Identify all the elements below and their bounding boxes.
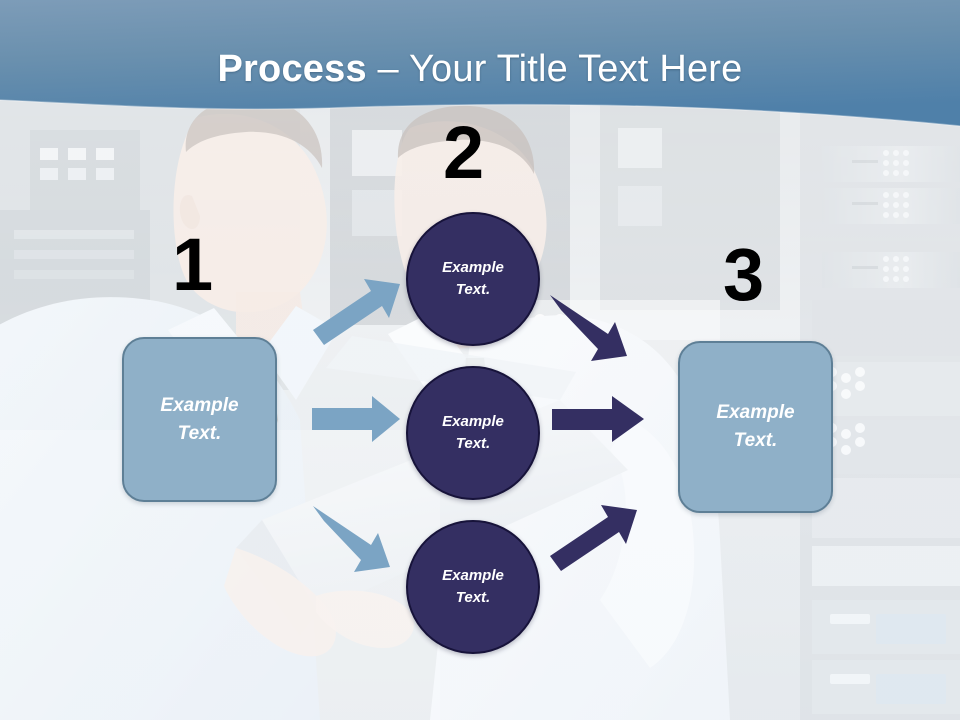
process-box-right-line2: Text.	[733, 430, 778, 451]
process-box-left-text: Example Text.	[160, 392, 238, 447]
page-title-rest: Your Title Text Here	[408, 48, 743, 90]
process-circle-bottom-line1: Example	[442, 566, 504, 584]
process-circle-top-text: Example Text.	[442, 257, 504, 302]
process-circle-middle[interactable]: Example Text.	[406, 366, 540, 500]
process-box-left-line2: Text.	[177, 422, 222, 444]
page-title: Process – Your Title Text Here	[0, 48, 960, 91]
process-box-right-text: Example Text.	[716, 399, 794, 454]
process-circle-middle-line2: Text.	[455, 435, 491, 452]
step-number-1: 1	[172, 223, 213, 306]
process-circle-top-line1: Example	[442, 258, 504, 276]
step-number-2: 2	[443, 111, 484, 194]
step-number-3: 3	[723, 233, 764, 316]
process-box-left-line1: Example	[160, 394, 239, 416]
process-circle-top-line2: Text.	[455, 281, 491, 298]
process-circle-top[interactable]: Example Text.	[406, 212, 540, 346]
process-circle-middle-text: Example Text.	[442, 411, 504, 456]
process-box-right[interactable]: Example Text.	[678, 341, 833, 513]
process-circle-bottom-text: Example Text.	[442, 565, 504, 610]
process-box-right-line1: Example	[716, 402, 795, 424]
process-circle-bottom[interactable]: Example Text.	[406, 520, 540, 654]
process-circle-middle-line1: Example	[442, 412, 504, 430]
page-title-separator: –	[366, 48, 409, 90]
process-circle-bottom-line2: Text.	[455, 589, 491, 606]
process-box-left[interactable]: Example Text.	[122, 337, 277, 502]
page-title-bold: Process	[217, 48, 367, 90]
